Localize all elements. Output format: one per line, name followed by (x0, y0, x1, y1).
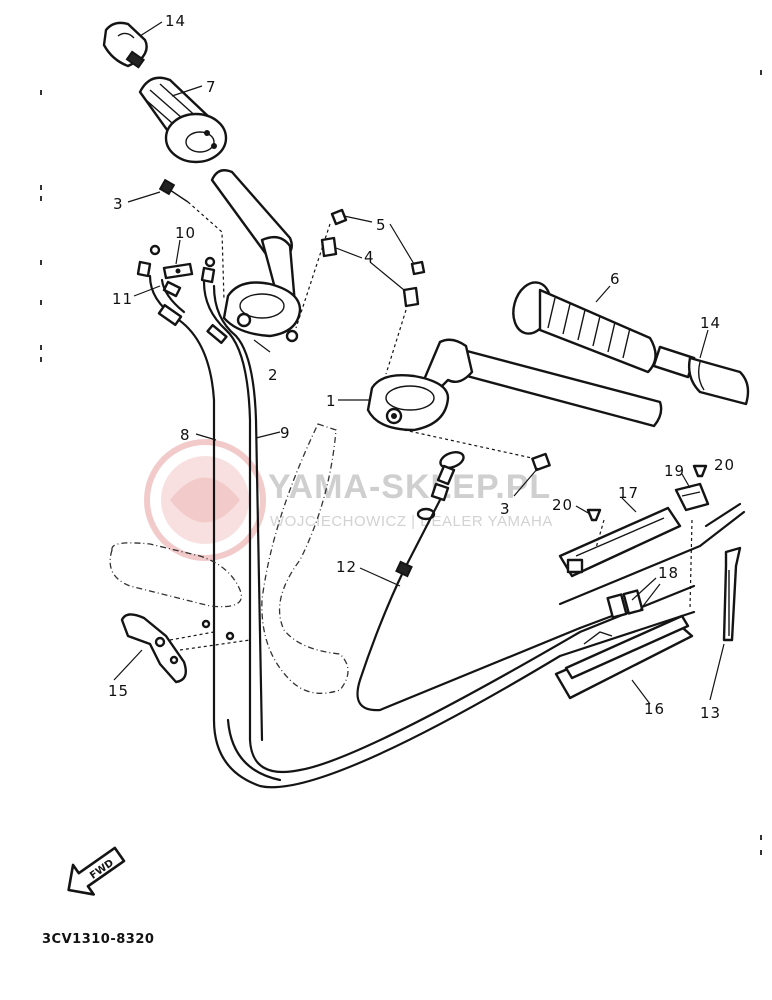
callout-13: 13 (700, 704, 721, 722)
margin-marks (40, 70, 762, 855)
part-15-bracket (120, 613, 251, 684)
callout-17: 17 (618, 484, 639, 502)
watermark-subtitle: WOJCIECHOWICZ | DEALER YAMAHA (270, 513, 553, 530)
callout-11: 11 (112, 290, 133, 308)
part-18-rollers (606, 589, 644, 619)
part-3-screw-upper (158, 178, 225, 301)
callout-18: 18 (658, 564, 679, 582)
part-1-right-handlebar (366, 338, 663, 432)
callout-20-left: 20 (552, 496, 573, 514)
callout-19: 19 (664, 462, 685, 480)
part-16-lower-guide (554, 614, 694, 700)
callout-leaders (113, 21, 725, 705)
callout-2: 2 (268, 366, 279, 384)
guide-cable-end (704, 502, 742, 528)
part-4-screws (320, 236, 420, 375)
guide-leaders (595, 519, 693, 609)
callout-6: 6 (610, 270, 621, 288)
callout-14-top: 14 (165, 12, 186, 30)
callout-8: 8 (180, 426, 191, 444)
callout-7: 7 (206, 78, 217, 96)
forward-arrow-icon: FWD (67, 846, 126, 896)
callout-1: 1 (326, 392, 337, 410)
watermark-logo (144, 439, 266, 561)
phantom-outlines (109, 423, 349, 694)
part-12-choke-cable (356, 451, 614, 712)
part-11-screw (136, 244, 216, 298)
callout-12: 12 (336, 558, 357, 576)
diagram-code: 3CV1310-8320 (42, 932, 155, 947)
part-10-holder (162, 262, 194, 280)
part-2-left-handlebar (210, 169, 302, 353)
part-14-bar-end-left (102, 21, 148, 69)
guide-cable (558, 510, 746, 606)
callout-5: 5 (376, 216, 387, 234)
callout-3-lower: 3 (500, 500, 511, 518)
callout-10: 10 (175, 224, 196, 242)
part-20-screws (586, 464, 708, 522)
part-6-right-grip (512, 281, 657, 374)
callout-4: 4 (364, 248, 375, 266)
callout-20-right: 20 (714, 456, 735, 474)
part-14-bar-end-right (652, 345, 750, 406)
part-13-cable-tie (722, 546, 742, 642)
callout-16: 16 (644, 700, 665, 718)
part-3-screw-lower (403, 429, 551, 472)
part-7-throttle-grip (138, 76, 228, 164)
callout-9: 9 (280, 424, 291, 442)
watermark-title: YAMA-SKLEP.PL (268, 468, 551, 506)
part-9-throttle-cable-2 (202, 280, 696, 782)
part-5-screws (295, 208, 426, 329)
part-19-clamp (674, 482, 710, 512)
callout-15: 15 (108, 682, 129, 700)
part-17-upper-guide (558, 506, 682, 578)
callout-3-upper: 3 (113, 195, 124, 213)
callout-14-right: 14 (700, 314, 721, 332)
